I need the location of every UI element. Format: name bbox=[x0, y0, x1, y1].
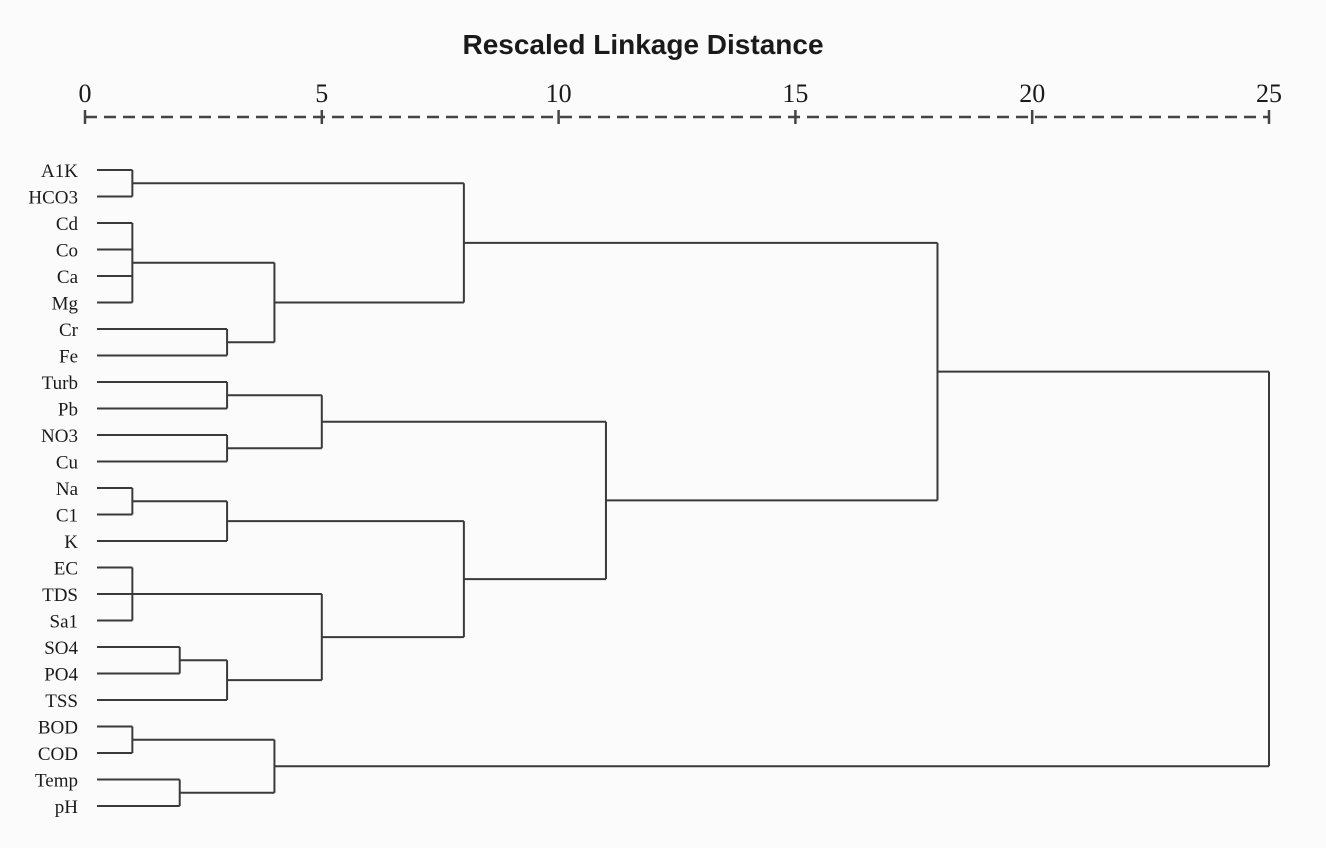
tick-label-25: 25 bbox=[1256, 79, 1282, 108]
leaf-label-k: K bbox=[64, 532, 78, 553]
leaf-label-ca: Ca bbox=[57, 267, 79, 288]
tick-label-20: 20 bbox=[1019, 79, 1045, 108]
leaf-label-c1: C1 bbox=[56, 506, 78, 527]
tick-label-10: 10 bbox=[546, 79, 572, 108]
leaf-label-sa1: Sa1 bbox=[50, 612, 79, 633]
leaf-label-tss: TSS bbox=[45, 691, 78, 712]
leaf-label-cod: COD bbox=[38, 744, 78, 765]
leaf-label-temp: Temp bbox=[35, 771, 78, 792]
leaf-label-co: Co bbox=[56, 241, 78, 262]
leaf-label-mg: Mg bbox=[52, 294, 79, 315]
leaf-label-tds: TDS bbox=[42, 585, 78, 606]
leaf-label-bod: BOD bbox=[38, 718, 78, 739]
tick-label-0: 0 bbox=[79, 79, 92, 108]
leaf-label-turb: Turb bbox=[42, 373, 78, 394]
leaf-label-fe: Fe bbox=[59, 347, 78, 368]
leaf-label-so4: SO4 bbox=[44, 638, 78, 659]
leaf-label-a1k: A1K bbox=[41, 161, 78, 182]
chart-title: Rescaled Linkage Distance bbox=[462, 29, 823, 60]
dendrogram-links bbox=[97, 169, 1270, 807]
leaf-label-na: Na bbox=[56, 479, 79, 500]
tick-label-5: 5 bbox=[315, 79, 328, 108]
leaf-label-po4: PO4 bbox=[44, 665, 78, 686]
leaf-label-no3: NO3 bbox=[41, 426, 78, 447]
tick-label-15: 15 bbox=[782, 79, 808, 108]
leaf-label-ec: EC bbox=[54, 559, 78, 580]
leaf-label-cu: Cu bbox=[56, 453, 79, 474]
leaf-label-pb: Pb bbox=[58, 400, 78, 421]
leaf-label-cd: Cd bbox=[56, 214, 79, 235]
leaf-label-ph: pH bbox=[55, 797, 79, 818]
distance-axis: 0 5 10 15 20 25 bbox=[79, 79, 1282, 124]
leaf-label-cr: Cr bbox=[59, 320, 79, 341]
leaf-label-hco3: HCO3 bbox=[28, 188, 78, 209]
